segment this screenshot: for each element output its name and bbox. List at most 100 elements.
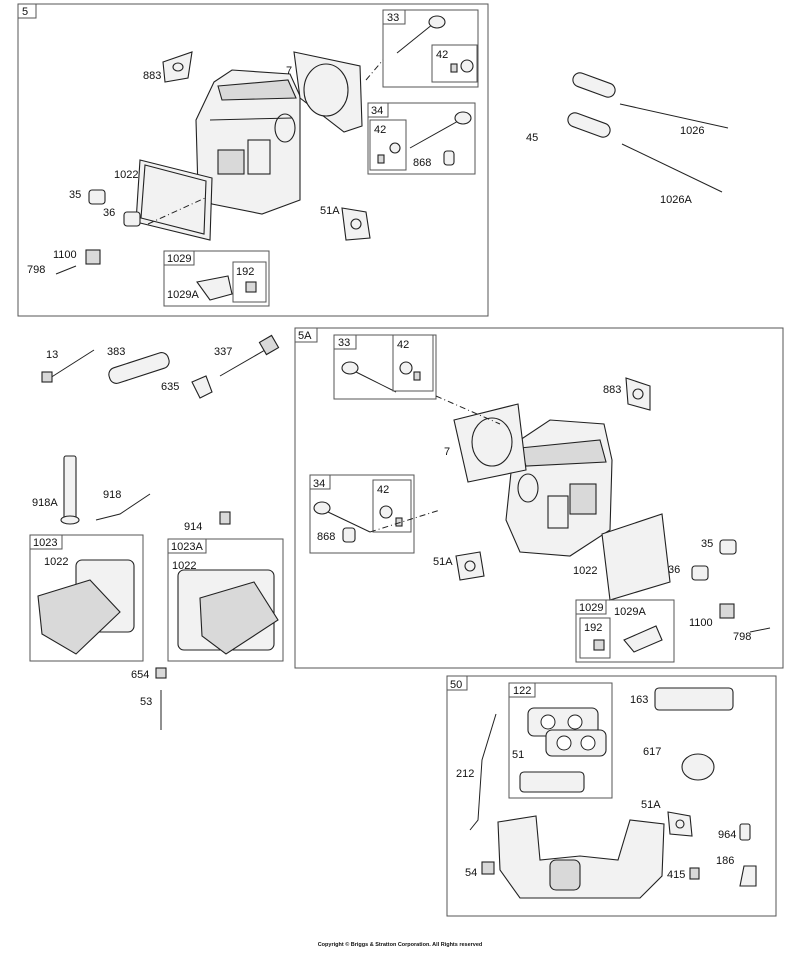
part-label: 1022 [114, 169, 138, 181]
valve-cover-icon [199, 581, 279, 655]
box-label: 42 [436, 49, 448, 61]
part-label: 798 [733, 631, 751, 643]
plug-415-icon [689, 867, 700, 880]
bolt-icon [749, 627, 771, 633]
part-label: 1029A [167, 289, 199, 301]
fitting-964-icon [739, 823, 751, 841]
bolt-icon [49, 349, 95, 379]
part-label: 617 [643, 746, 661, 758]
part-label: 383 [107, 346, 125, 358]
box-label: 42 [377, 484, 389, 496]
tappet-icon [572, 72, 616, 98]
box-label: 1029 [579, 602, 603, 614]
box-label: 1023A [171, 541, 203, 553]
rocker-arm-icon [623, 625, 663, 653]
part-label: 1026 [680, 125, 704, 137]
box-label: 34 [371, 105, 383, 117]
part-label: 1100 [689, 617, 713, 629]
spark-plug-icon [219, 345, 273, 377]
box-label: 33 [387, 12, 399, 24]
elbow-186-icon [739, 865, 757, 887]
tappet-icon [567, 112, 611, 138]
retainer-icon [450, 63, 458, 73]
nut-icon [155, 667, 167, 679]
clip-icon [719, 603, 735, 619]
box-label: 33 [338, 337, 350, 349]
exhaust-valve-icon [313, 501, 371, 533]
valve-spring-icon [88, 189, 106, 205]
part-label: 868 [317, 531, 335, 543]
plug-boot-icon [191, 375, 213, 399]
loose-parts: 13 383 337 635 918A 918 914 1023 1022 10… [29, 334, 284, 730]
valve-spring-icon [691, 565, 709, 581]
part-label: 415 [667, 869, 685, 881]
plate-163-icon [654, 687, 734, 711]
group-5a: 5A 33 42 34 42 868 [294, 327, 784, 669]
part-label: 883 [603, 384, 621, 396]
part-label: 54 [465, 867, 477, 879]
part-label: 35 [69, 189, 81, 201]
push-rod-icon [621, 143, 723, 193]
screw-icon [219, 511, 231, 525]
part-label: 635 [161, 381, 179, 393]
part-label: 964 [718, 829, 736, 841]
push-rod-icon [619, 103, 729, 129]
valve-seal-icon [389, 142, 401, 154]
cover-gasket-icon [601, 513, 671, 601]
box-label: 192 [236, 266, 254, 278]
retainer-icon [377, 154, 385, 164]
part-label: 45 [526, 132, 538, 144]
group-label: 50 [450, 679, 462, 691]
part-label: 883 [143, 70, 161, 82]
head-gasket-icon [453, 403, 527, 483]
group-label: 5 [22, 6, 28, 18]
rocker-arm-icon [196, 275, 233, 301]
valve-cover-icon [37, 579, 121, 655]
part-label: 7 [444, 446, 450, 458]
part-label: 51 [512, 749, 524, 761]
box-label: 42 [397, 339, 409, 351]
part-label: 798 [27, 264, 45, 276]
part-label: 1026A [660, 194, 692, 206]
cylinder-head-icon [505, 419, 613, 557]
manifold-gasket-icon [545, 729, 607, 757]
part-label: 654 [131, 669, 149, 681]
part-label: 1029A [614, 606, 646, 618]
exhaust-valve-icon [409, 111, 472, 149]
part-label: 1100 [53, 249, 77, 261]
clip-icon [85, 249, 101, 265]
part-label: 51A [433, 556, 453, 568]
part-label: 1022 [172, 560, 196, 572]
bolt-head-icon [41, 371, 53, 383]
part-label: 51A [641, 799, 661, 811]
part-label: 163 [630, 694, 648, 706]
breather-tube-icon [108, 352, 170, 384]
part-label: 337 [214, 346, 232, 358]
part-label: 1022 [573, 565, 597, 577]
copyright-footer: Copyright © Briggs & Stratton Corporatio… [317, 942, 483, 948]
adjust-nut-icon [245, 281, 257, 293]
part-label: 53 [140, 696, 152, 708]
part-label: 7 [286, 65, 292, 77]
valve-spring-icon [719, 539, 737, 555]
part-label: 36 [668, 564, 680, 576]
part-label: 35 [701, 538, 713, 550]
box-label: 122 [513, 685, 531, 697]
valve-spring-icon [123, 211, 141, 227]
head-gasket-icon [293, 51, 363, 133]
part-label: 186 [716, 855, 734, 867]
box-label: 34 [313, 478, 325, 490]
manifold-gasket-icon [519, 771, 585, 793]
group-50: 50 122 51 163 617 212 51A 964 186 415 54 [446, 675, 777, 917]
group-label: 5A [298, 330, 312, 342]
part-label: 51A [320, 205, 340, 217]
group-5: 5 33 42 34 42 868 [17, 3, 489, 317]
part-label: 36 [103, 207, 115, 219]
intake-valve-icon [341, 361, 397, 393]
cylinder-head-icon [195, 69, 301, 215]
o-ring-icon [681, 753, 715, 781]
valve-seal-icon [460, 59, 474, 73]
oil-hose-icon [95, 493, 151, 521]
box-label: 1023 [33, 537, 57, 549]
